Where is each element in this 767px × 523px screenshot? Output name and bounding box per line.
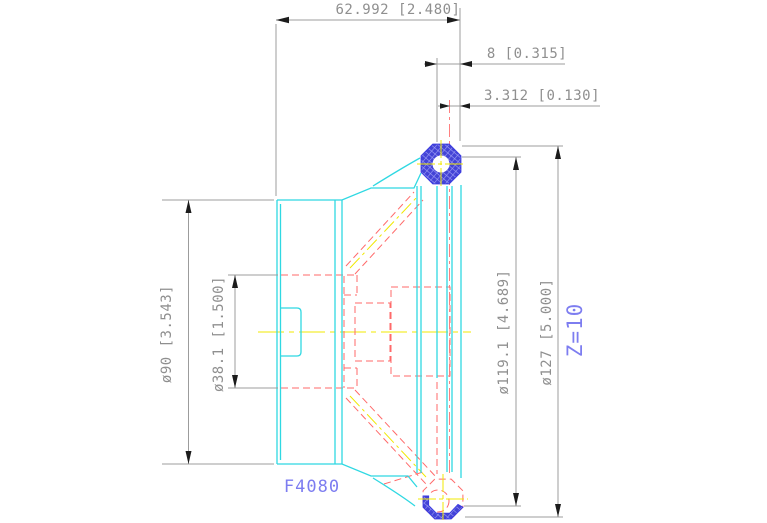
back-face (276, 200, 282, 464)
dim-cutting-diameter-text: ø119.1 [4.689] (496, 269, 512, 394)
top-insert-crosshair (417, 140, 466, 189)
dim-outer-diameter: ø127 [5.000] (462, 145, 563, 518)
bottom-profile (277, 463, 418, 488)
dim-flange-diameter: ø90 [3.543] (159, 199, 274, 465)
top-profile (277, 172, 422, 201)
top-insert (417, 140, 466, 189)
bottom-pocket-hidden (383, 471, 424, 485)
dim-bore-diameter-text: ø38.1 [1.500] (211, 276, 227, 392)
top-screw-axis (349, 195, 419, 269)
bottom-insert (418, 474, 468, 523)
dim-bore-diameter: ø38.1 [1.500] (211, 274, 278, 392)
flange-face-lines (334, 200, 343, 464)
bore-hidden-lines (281, 274, 355, 389)
chip-gash-curves (372, 157, 421, 507)
keyway-hidden (344, 275, 358, 388)
dim-outer-diameter-text: ø127 [5.000] (539, 278, 555, 385)
dim-tip-offset-text: 3.312 [0.130] (484, 88, 600, 104)
dim-overall-length-text: 62.992 [2.480] (335, 2, 460, 18)
hub-inner-hidden (354, 302, 391, 362)
dim-insert-width: 8 [0.315] (424, 46, 567, 142)
body-visible-edges (276, 157, 462, 507)
bottom-screw-axis (349, 395, 427, 478)
dim-flange-diameter-text: ø90 [3.543] (159, 285, 175, 383)
cutting-face-lines (416, 185, 462, 478)
bottom-screwhole-hidden (345, 389, 438, 485)
bottom-insert-visible-sliver (422, 495, 464, 520)
centerlines (258, 195, 471, 478)
tooth-count-label: Z=10 (563, 303, 587, 358)
dim-cutting-diameter: ø119.1 [4.689] (462, 156, 521, 507)
dim-insert-width-text: 8 [0.315] (487, 46, 567, 62)
bottom-insert-octagon-hidden (422, 478, 464, 520)
bottom-insert-crosshair (418, 474, 468, 523)
part-number-label: F4080 (284, 477, 340, 497)
dim-tip-offset: 3.312 [0.130] (438, 88, 600, 109)
dim-overall-length: 62.992 [2.480] (275, 2, 461, 196)
top-screwhole-hidden (345, 191, 424, 275)
bore-keyway-step (281, 307, 302, 357)
